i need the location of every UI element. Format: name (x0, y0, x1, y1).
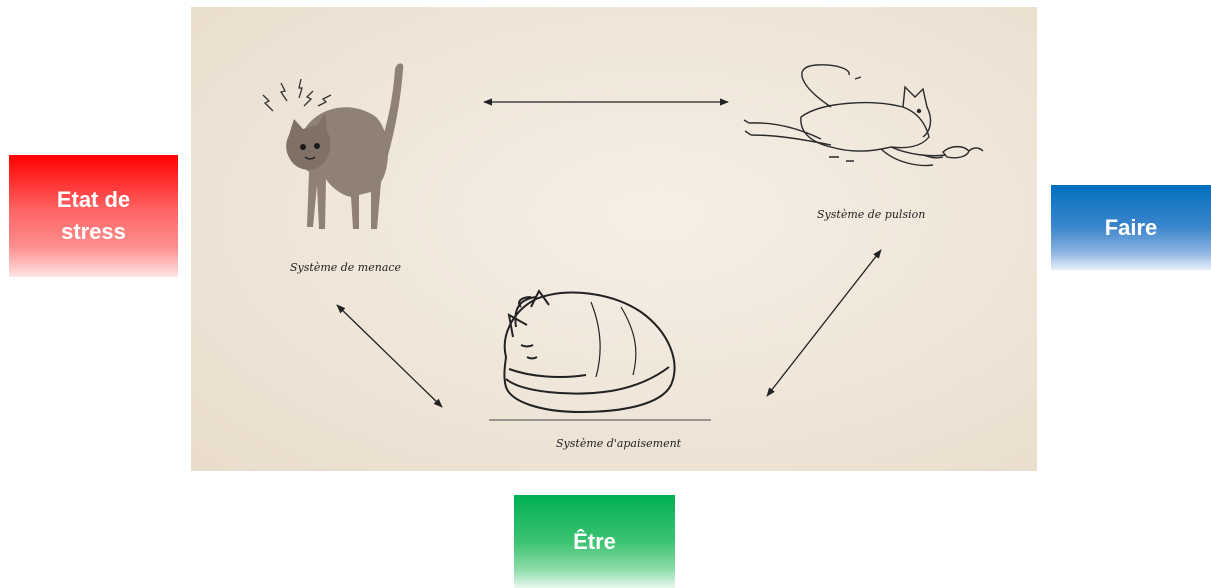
stress-state-label: Etat de stress (39, 184, 149, 248)
three-systems-diagram (191, 7, 1037, 471)
stress-state-box: Etat de stress (9, 155, 178, 277)
caption-drive-system: Système de pulsion (817, 208, 925, 221)
illustration-paper: Système de menace Système de pulsion Sys… (191, 7, 1037, 471)
being-label: Être (573, 526, 616, 558)
arrow-soothing-drive (767, 250, 881, 396)
doing-box: Faire (1051, 185, 1211, 270)
arrow-threat-soothing (337, 305, 442, 407)
threat-cat-illustration (263, 63, 403, 229)
soothing-cat-illustration (504, 291, 674, 412)
being-box: Être (514, 495, 675, 588)
doing-label: Faire (1105, 212, 1158, 244)
caption-soothing-system: Système d'apaisement (556, 437, 681, 450)
drive-cat-illustration (744, 65, 983, 166)
caption-threat-system: Système de menace (290, 261, 401, 274)
